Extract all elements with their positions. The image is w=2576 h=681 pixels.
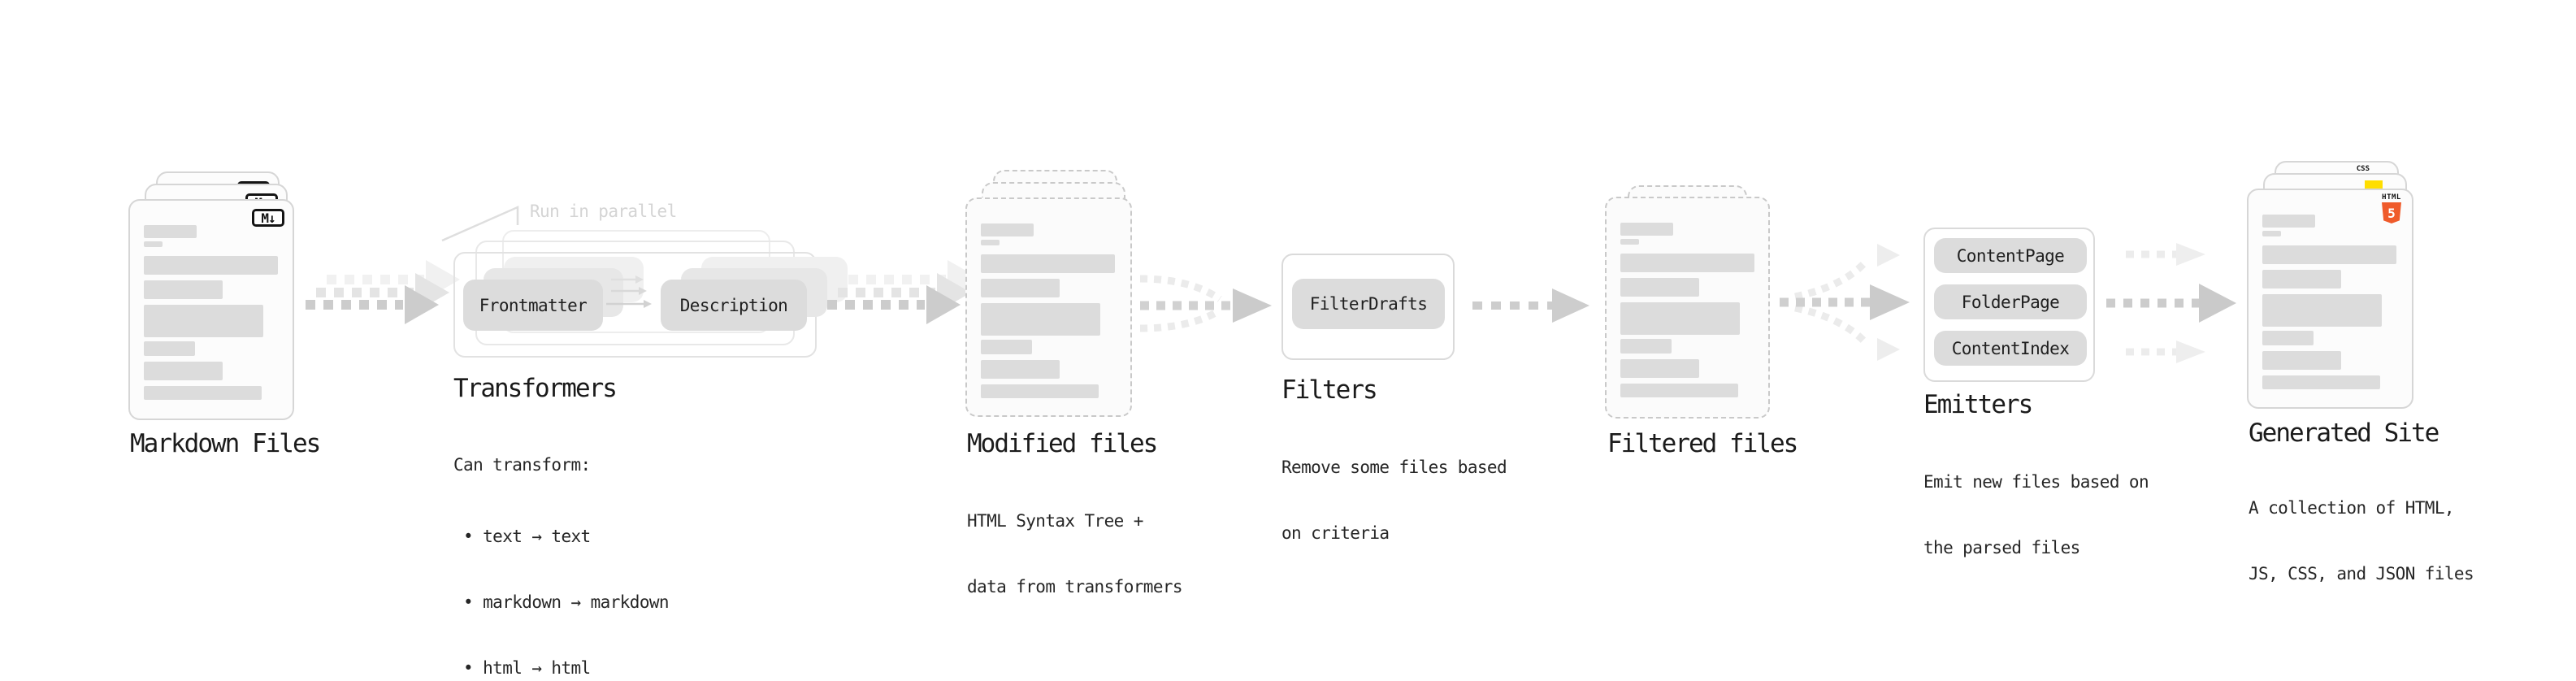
text-line-placeholder [144, 241, 163, 247]
text-line-placeholder [144, 225, 197, 238]
contentpage-pill: ContentPage [1934, 238, 2087, 273]
folderpage-pill: FolderPage [1934, 284, 2087, 319]
transform-step-arrows [606, 275, 652, 308]
emitters-title: Emitters [1923, 390, 2033, 419]
desc-line: the parsed files [1923, 538, 2080, 557]
generated-html-file-card: HTML 5 [2247, 189, 2413, 409]
text-line-placeholder [2262, 351, 2341, 370]
filterdrafts-pill: FilterDrafts [1292, 279, 1445, 329]
text-line-placeholder [144, 305, 263, 337]
frontmatter-pill: Frontmatter [463, 280, 603, 331]
markdown-file-card-front: M↓ [128, 199, 294, 420]
desc-line: HTML Syntax Tree + [967, 511, 1143, 531]
desc-line: on criteria [1281, 523, 1390, 543]
text-line-placeholder [1620, 278, 1699, 297]
transformers-description: Can transform: • text → text • markdown … [453, 410, 670, 681]
desc-line: • markdown → markdown [453, 592, 670, 612]
contentindex-pill: ContentIndex [1934, 331, 2087, 366]
text-line-placeholder [144, 280, 223, 299]
flow-arrow-emitters-to-generated [2106, 243, 2236, 363]
html5-icon-number: 5 [2387, 205, 2396, 221]
flow-arrow-markdown-to-transformers [306, 260, 460, 324]
text-line-placeholder [1620, 223, 1673, 236]
text-line-placeholder [2262, 215, 2315, 228]
text-line-placeholder [1620, 359, 1699, 378]
html5-icon: HTML 5 [2381, 194, 2402, 223]
text-line-placeholder [2262, 331, 2314, 345]
javascript-icon [2365, 180, 2383, 189]
text-line-placeholder [1620, 384, 1738, 397]
desc-line: A collection of HTML, [2249, 498, 2455, 518]
markdown-files-label: Markdown Files [130, 429, 321, 458]
text-line-placeholder [2262, 270, 2341, 288]
flow-arrow-modified-to-filters [1139, 275, 1272, 332]
text-line-placeholder [981, 279, 1060, 297]
desc-line: • html → html [453, 658, 591, 678]
desc-line: JS, CSS, and JSON files [2249, 564, 2474, 583]
generated-site-title: Generated Site [2249, 419, 2439, 448]
text-line-placeholder [2262, 231, 2281, 236]
text-line-placeholder [1620, 239, 1639, 245]
flow-arrow-transformers-to-modified [827, 260, 982, 324]
desc-line: Emit new files based on [1923, 472, 2149, 492]
text-line-placeholder [981, 303, 1100, 336]
description-pill: Description [661, 280, 807, 331]
text-line-placeholder [144, 362, 223, 380]
generated-site-description: A collection of HTML, JS, CSS, and JSON … [2249, 453, 2474, 629]
text-line-placeholder [2262, 245, 2396, 264]
text-line-placeholder [2262, 294, 2382, 327]
desc-line: Remove some files based [1281, 458, 1507, 477]
flow-arrow-filtered-to-emitters [1780, 244, 1910, 361]
html5-icon-shield: 5 [2382, 202, 2401, 223]
text-line-placeholder [144, 341, 195, 356]
desc-line: data from transformers [967, 577, 1183, 596]
text-line-placeholder [2262, 375, 2380, 389]
filters-description: Remove some files based on criteria [1281, 413, 1507, 588]
text-line-placeholder [1620, 254, 1754, 272]
text-line-placeholder [1620, 339, 1672, 354]
filtered-file-card-front [1605, 197, 1770, 419]
text-line-placeholder [1620, 302, 1740, 335]
text-line-placeholder [981, 384, 1099, 398]
text-line-placeholder [981, 223, 1034, 236]
modified-files-title: Modified files [967, 429, 1158, 458]
transformers-title: Transformers [453, 374, 618, 403]
desc-line: Can transform: [453, 455, 591, 475]
text-line-placeholder [981, 240, 1000, 245]
filters-title: Filters [1281, 375, 1378, 405]
text-line-placeholder [981, 254, 1115, 273]
desc-line: • text → text [453, 527, 591, 546]
text-line-placeholder [144, 386, 262, 400]
run-in-parallel-callout-line [441, 206, 519, 242]
filtered-files-label: Filtered files [1607, 429, 1798, 458]
markdown-icon: M↓ [252, 209, 284, 227]
modified-file-card-front [965, 197, 1132, 417]
text-line-placeholder [981, 360, 1060, 379]
flow-arrow-filters-to-filtered [1472, 288, 1589, 323]
emitters-description: Emit new files based on the parsed files [1923, 427, 2149, 603]
text-line-placeholder [144, 256, 278, 275]
modified-files-description: HTML Syntax Tree + data from transformer… [967, 466, 1183, 642]
html5-icon-word: HTML [2382, 193, 2401, 202]
text-line-placeholder [981, 340, 1032, 354]
run-in-parallel-note: Run in parallel [530, 202, 677, 221]
